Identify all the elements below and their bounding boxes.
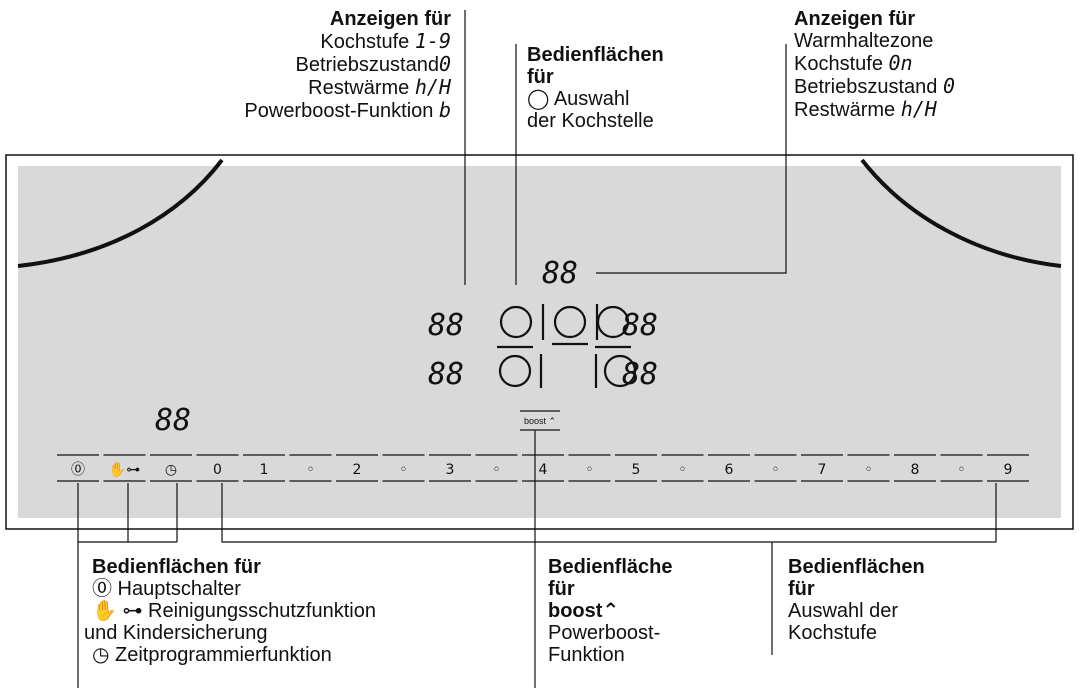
touch-key-label: ◦: [771, 462, 779, 478]
touch-key-label: 0: [213, 462, 222, 478]
callout-line: Betriebszustand0: [295, 52, 451, 76]
touch-key-label: 1: [260, 462, 269, 478]
callout-boost: Bedienfläche für boost⌃ Powerboost- Funk…: [548, 556, 672, 666]
callout-line: Funktion: [548, 644, 625, 666]
touch-key-15[interactable]: ◦: [754, 454, 797, 482]
touch-key-label: ◷: [165, 462, 177, 478]
callout-display-indicators-right: Anzeigen für Warmhaltezone Kochstufe 0n …: [794, 8, 955, 121]
digit-display-top: 88: [542, 256, 578, 291]
touch-key-label: ◦: [399, 462, 407, 478]
touch-key-19[interactable]: ◦: [940, 454, 983, 482]
touch-key-20[interactable]: 9: [987, 454, 1029, 482]
segment-displays: 88 88 88 88 88 88: [155, 256, 658, 438]
callout-title: für: [548, 578, 575, 600]
callout-main-controls: Bedienflächen für ⓪ Hauptschalter ✋ ⊶ Re…: [78, 556, 376, 666]
touch-key-label: ✋⊶: [109, 461, 140, 478]
zone-select-circle-icon: [498, 354, 532, 388]
touch-key-2[interactable]: ◷: [150, 454, 192, 482]
left-hob-arc: [17, 158, 224, 268]
callout-title: Anzeigen für: [794, 8, 916, 30]
touch-key-5[interactable]: ◦: [289, 454, 332, 482]
touch-key-18[interactable]: 8: [894, 454, 936, 482]
callout-line: Auswahl der: [788, 600, 899, 622]
touch-key-label: ◦: [585, 462, 593, 478]
touch-key-3[interactable]: 0: [196, 454, 239, 482]
right-hob-arc: [860, 158, 1062, 268]
bottom-leaders: [77, 430, 997, 688]
touch-key-label: ⓪: [71, 462, 85, 478]
touch-key-10[interactable]: 4: [522, 454, 564, 482]
touch-key-label: 2: [353, 462, 362, 478]
callout-line: Powerboost-: [548, 622, 661, 644]
callout-line: Restwärme h/H: [308, 75, 451, 99]
callout-display-indicators-left: Anzeigen für Kochstufe 1-9 Betriebszusta…: [244, 8, 451, 122]
touch-key-6[interactable]: 2: [336, 454, 378, 482]
leader-line: [596, 44, 787, 274]
digit-display-rear-right: 88: [622, 357, 658, 392]
touch-key-4[interactable]: 1: [243, 454, 285, 482]
callout-title: Bedienfläche: [548, 556, 673, 578]
callout-line: ◷ Zeitprogrammierfunktion: [92, 644, 332, 666]
callout-title: für: [527, 66, 554, 88]
touch-key-label: 3: [446, 462, 455, 478]
touch-key-label: ◦: [306, 462, 314, 478]
touch-key-1[interactable]: ✋⊶: [103, 454, 146, 482]
touch-key-13[interactable]: ◦: [661, 454, 704, 482]
zone-select-circle-icon: [553, 305, 587, 339]
digit-display-front-left: 88: [428, 308, 464, 343]
zone-select-circle-icon: [603, 354, 637, 388]
touch-key-label: 6: [725, 462, 734, 478]
touch-key-9[interactable]: ◦: [475, 454, 518, 482]
callout-title: Bedienflächen für: [92, 556, 261, 578]
touch-key-8[interactable]: 3: [429, 454, 471, 482]
callout-line: Warmhaltezone: [794, 30, 934, 52]
callout-line: Kochstufe 0n: [794, 51, 913, 75]
touch-key-17[interactable]: ◦: [847, 454, 890, 482]
zone-select-circle-icon: [596, 305, 630, 339]
glass-panel: [18, 166, 1061, 518]
boost-button: boost ⌃: [520, 410, 560, 431]
touch-key-14[interactable]: 6: [708, 454, 750, 482]
touch-key-7[interactable]: ◦: [382, 454, 425, 482]
callout-line: Kochstufe: [788, 622, 877, 644]
zone-selectors: [497, 304, 637, 388]
callout-line: ◯ Auswahl: [527, 88, 630, 110]
callout-title: Anzeigen für: [329, 8, 451, 30]
callout-line: der Kochstelle: [527, 110, 654, 132]
callout-line: Kochstufe 1-9: [320, 29, 451, 53]
callout-line: ✋ ⊶ Reinigungsschutzfunktion: [92, 600, 376, 622]
callout-title: für: [788, 578, 815, 600]
callout-title: boost⌃: [548, 600, 620, 622]
callout-line: Betriebszustand 0: [794, 74, 956, 98]
touch-key-label: 8: [911, 462, 920, 478]
callout-line: Restwärme h/H: [794, 97, 937, 121]
callout-power-level: Bedienflächen für Auswahl der Kochstufe: [788, 556, 925, 644]
touch-key-label: 5: [632, 462, 641, 478]
touch-key-label: ◦: [678, 462, 686, 478]
touch-key-label: 4: [539, 462, 548, 478]
touch-key-label: 7: [818, 462, 827, 478]
zone-select-circle-icon: [499, 305, 533, 339]
touch-key-16[interactable]: 7: [801, 454, 843, 482]
callout-line: ⓪ Hauptschalter: [92, 578, 241, 600]
touch-key-label: ◦: [492, 462, 500, 478]
svg-text:boost ⌃: boost ⌃: [524, 416, 556, 426]
touch-key-0[interactable]: ⓪: [57, 454, 99, 482]
digit-display-timer: 88: [155, 403, 191, 438]
touch-key-label: ◦: [864, 462, 872, 478]
callout-title: Bedienflächen: [527, 44, 664, 66]
callout-title: Bedienflächen: [788, 556, 925, 578]
callout-line: und Kindersicherung: [84, 622, 268, 644]
touch-key-row: ⓪ ✋⊶ ◷ 0 1 ◦ 2 ◦ 3 ◦ 4 ◦ 5 ◦ 6 ◦ 7 ◦ 8 ◦ 9: [57, 454, 1029, 482]
touch-key-label: ◦: [957, 462, 965, 478]
touch-key-label: 9: [1004, 462, 1013, 478]
touch-key-12[interactable]: 5: [615, 454, 657, 482]
callout-line: Powerboost-Funktion b: [244, 98, 451, 122]
touch-key-11[interactable]: ◦: [568, 454, 611, 482]
callout-zone-select: Bedienflächen für ◯ Auswahl der Kochstel…: [527, 44, 664, 132]
digit-display-rear-left: 88: [428, 357, 464, 392]
